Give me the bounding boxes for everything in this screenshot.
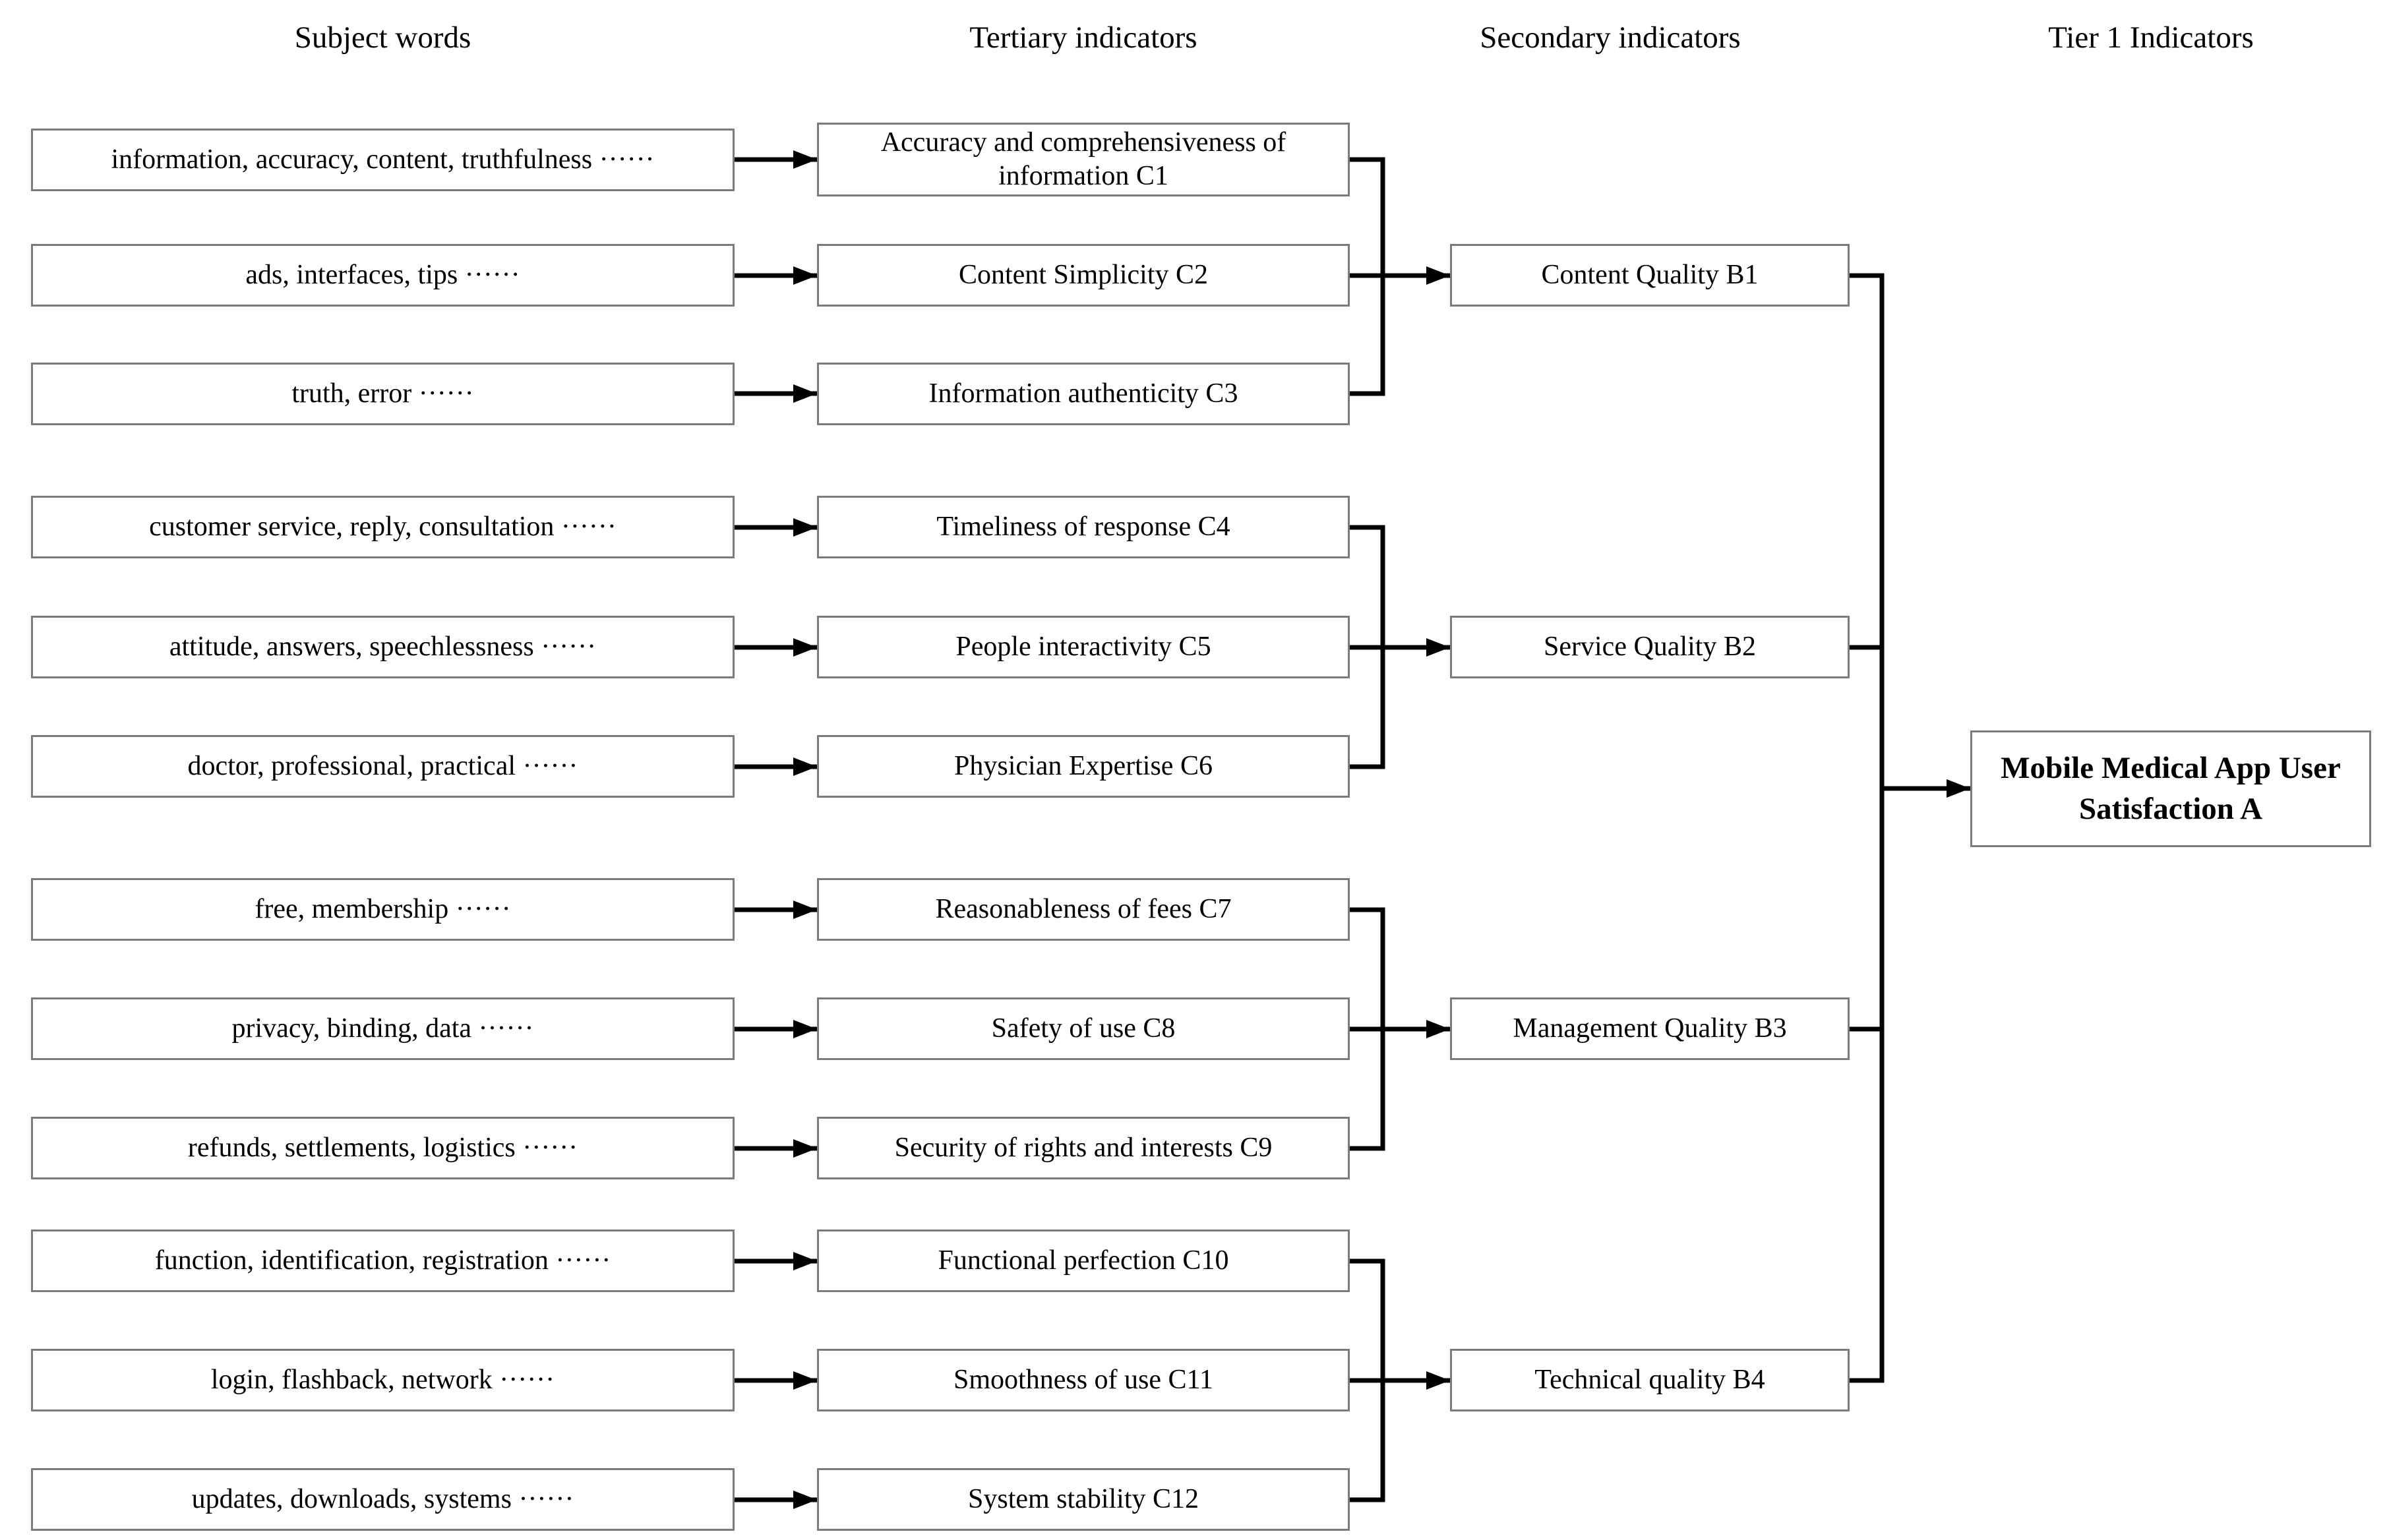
tertiary-box-c12: System stability C12 bbox=[817, 1468, 1350, 1531]
tier1-box-a: Mobile Medical App User Satisfaction A bbox=[1970, 730, 2371, 847]
secondary-box-b2: Service Quality B2 bbox=[1450, 616, 1850, 678]
subject-words-box-7: free, membership ······ bbox=[31, 878, 735, 941]
subject-words-box-11: login, flashback, network ······ bbox=[31, 1349, 735, 1411]
subject-words-box-4: customer service, reply, consultation ··… bbox=[31, 496, 735, 558]
tertiary-box-c5: People interactivity C5 bbox=[817, 616, 1350, 678]
subject-words-box-6: doctor, professional, practical ······ bbox=[31, 735, 735, 798]
tertiary-box-c8: Safety of use C8 bbox=[817, 997, 1350, 1060]
tertiary-box-c2: Content Simplicity C2 bbox=[817, 244, 1350, 307]
column-header-subject-words: Subject words bbox=[294, 20, 471, 55]
column-header-tertiary-indicators: Tertiary indicators bbox=[969, 20, 1197, 55]
tertiary-box-c7: Reasonableness of fees C7 bbox=[817, 878, 1350, 941]
tertiary-box-c10: Functional perfection C10 bbox=[817, 1229, 1350, 1292]
tertiary-box-c4: Timeliness of response C4 bbox=[817, 496, 1350, 558]
tertiary-box-c9: Security of rights and interests C9 bbox=[817, 1117, 1350, 1179]
tertiary-box-c1: Accuracy and comprehensiveness of inform… bbox=[817, 123, 1350, 196]
subject-words-box-5: attitude, answers, speechlessness ······ bbox=[31, 616, 735, 678]
subject-words-box-8: privacy, binding, data ······ bbox=[31, 997, 735, 1060]
subject-words-box-10: function, identification, registration ·… bbox=[31, 1229, 735, 1292]
tertiary-box-c3: Information authenticity C3 bbox=[817, 363, 1350, 425]
secondary-box-b3: Management Quality B3 bbox=[1450, 997, 1850, 1060]
column-header-secondary-indicators: Secondary indicators bbox=[1480, 20, 1741, 55]
tertiary-box-c11: Smoothness of use C11 bbox=[817, 1349, 1350, 1411]
subject-words-box-9: refunds, settlements, logistics ······ bbox=[31, 1117, 735, 1179]
subject-words-box-3: truth, error ······ bbox=[31, 363, 735, 425]
secondary-box-b1: Content Quality B1 bbox=[1450, 244, 1850, 307]
subject-words-box-2: ads, interfaces, tips ······ bbox=[31, 244, 735, 307]
column-header-tier1-indicators: Tier 1 Indicators bbox=[2048, 20, 2254, 55]
bracket-b1-b4 bbox=[1850, 273, 1885, 1383]
subject-words-box-1: information, accuracy, content, truthful… bbox=[31, 129, 735, 191]
subject-words-box-12: updates, downloads, systems ······ bbox=[31, 1468, 735, 1531]
tertiary-box-c6: Physician Expertise C6 bbox=[817, 735, 1350, 798]
secondary-box-b4: Technical quality B4 bbox=[1450, 1349, 1850, 1411]
